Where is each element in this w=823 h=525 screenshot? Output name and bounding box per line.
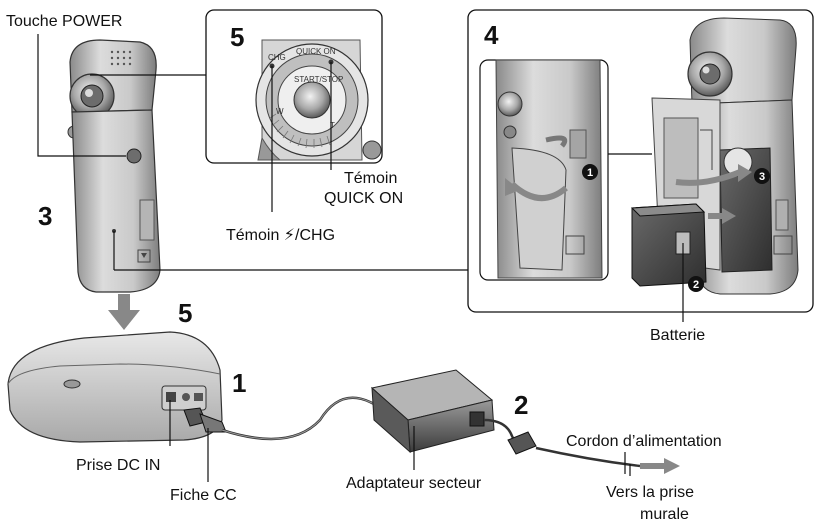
wall-outlet-label-line1: Vers la prise	[606, 484, 694, 501]
wall-outlet-label-line2: murale	[640, 506, 689, 523]
dc-cable	[221, 396, 379, 441]
dc-plug-label: Fiche CC	[170, 487, 237, 504]
chg-lamp-label: Témoin ⚡/CHG	[226, 227, 335, 244]
camcorder-cover-detail	[495, 59, 603, 279]
step-5-top: 5	[230, 22, 244, 52]
marker-2	[688, 276, 704, 292]
svg-text:W: W	[276, 107, 284, 116]
quick-on-label-line2: QUICK ON	[324, 190, 403, 207]
battery-label: Batterie	[650, 327, 705, 344]
handycam-station	[7, 331, 223, 443]
dc-plug	[183, 407, 227, 433]
step-2: 2	[514, 390, 528, 420]
start-stop-text: START/STOP	[294, 75, 343, 84]
battery-pack	[630, 203, 707, 287]
power-button-graphic	[126, 148, 142, 164]
power-button-label: Touche POWER	[6, 13, 122, 30]
step-1: 1	[232, 368, 246, 398]
svg-text:T: T	[330, 121, 335, 130]
mains-plug	[507, 431, 537, 455]
power-cord-label: Cordon d’alimentation	[566, 433, 722, 450]
marker-3	[754, 168, 770, 184]
dc-in-label: Prise DC IN	[76, 457, 160, 474]
power-cord	[535, 446, 641, 468]
quick-on-dial-text: QUICK ON	[296, 47, 336, 56]
dc-in-port	[166, 392, 176, 402]
camcorder-battery-compartment	[651, 17, 799, 295]
ac-adapter	[370, 369, 495, 454]
marker-1	[582, 164, 598, 180]
step-5-mid: 5	[178, 298, 192, 328]
svg-text:1: 1	[587, 167, 593, 179]
svg-text:2: 2	[693, 279, 699, 291]
ac-adapter-label: Adaptateur secteur	[346, 475, 482, 492]
flash-icon: ⚡	[284, 227, 295, 244]
start-stop-dial: START/STOP QUICK ON CHG W T	[255, 39, 382, 161]
step-3: 3	[38, 201, 52, 231]
step-4: 4	[484, 20, 499, 50]
svg-text:3: 3	[759, 171, 765, 183]
chg-dial-text: CHG	[268, 53, 286, 62]
quick-on-label-line1: Témoin	[344, 170, 397, 187]
